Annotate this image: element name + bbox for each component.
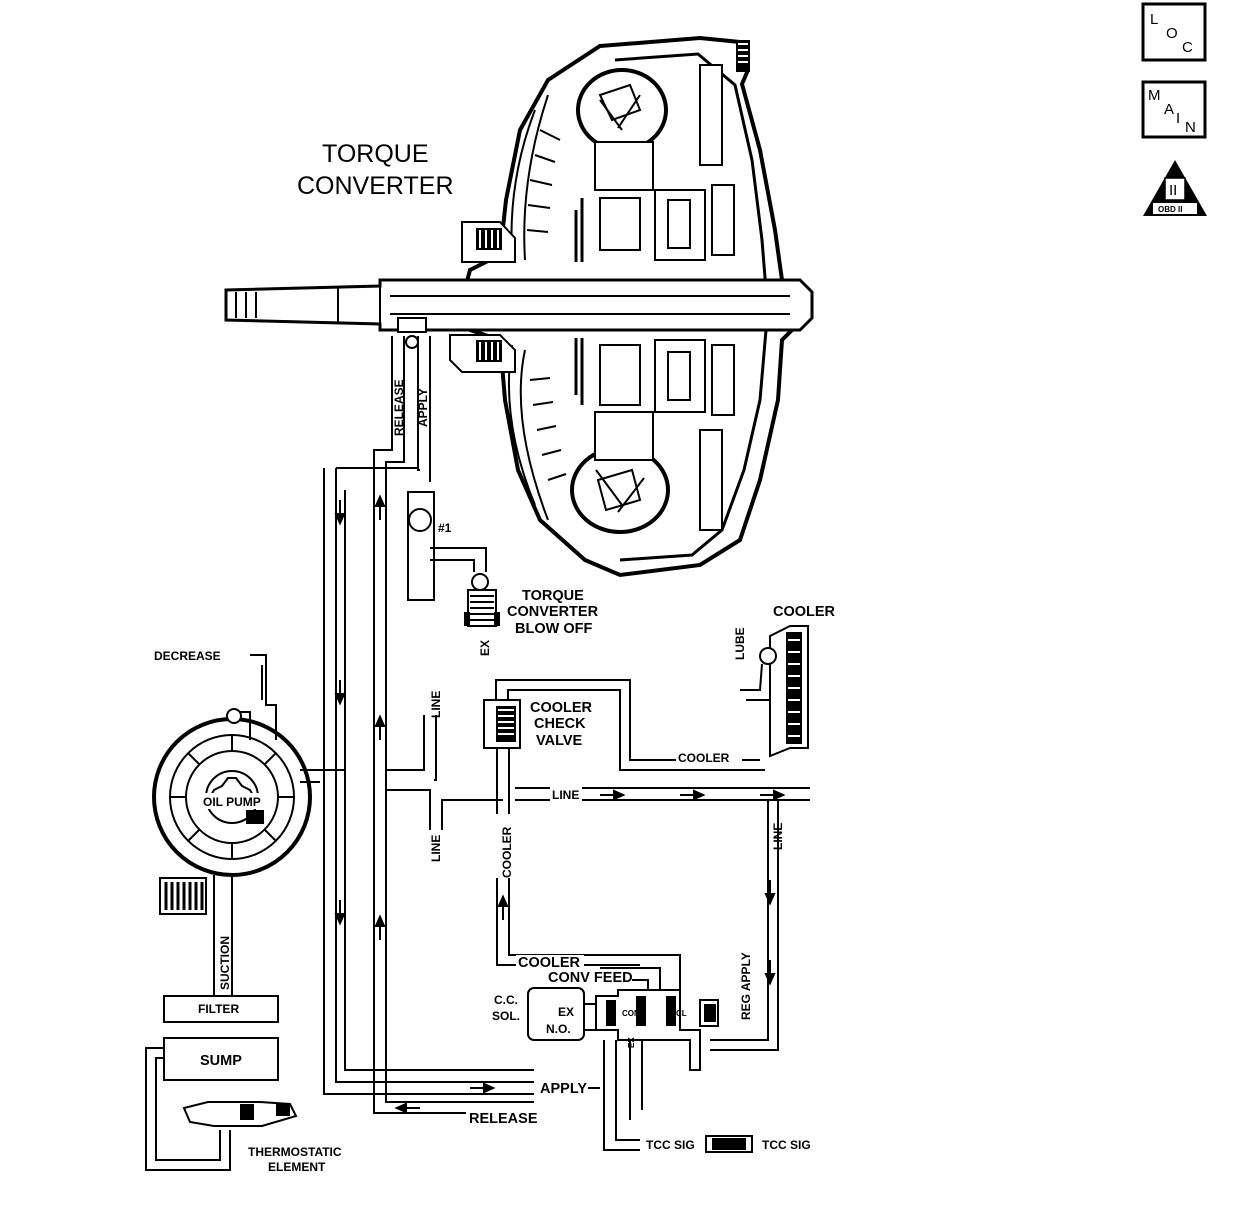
tcc-control-valve	[595, 989, 719, 1151]
cl-label: CL	[676, 1009, 687, 1018]
main-letter-m: M	[1148, 87, 1161, 104]
cooler-passage	[495, 679, 765, 990]
line-right-label: LINE	[771, 823, 785, 850]
line-horizontal-label: LINE	[552, 788, 579, 802]
cooler-vertical-label: COOLER	[500, 826, 514, 878]
release-bottom-label: RELEASE	[469, 1111, 538, 1127]
line-upper-label: LINE	[429, 691, 443, 718]
cooler-valve-label: COOLER	[518, 955, 581, 971]
oil-pump-label: OIL PUMP	[203, 795, 261, 809]
cc-sol-label-2: SOL.	[492, 1009, 520, 1023]
blow-off-label-1: TORQUE	[522, 588, 584, 604]
apply-passage	[323, 336, 534, 1095]
obd-numeral: II	[1169, 182, 1177, 199]
check-ball-label: #1	[438, 521, 452, 535]
main-letter-a: A	[1164, 101, 1174, 118]
apply-bottom-label: APPLY	[540, 1081, 587, 1097]
filter-label: FILTER	[198, 1002, 239, 1016]
valve-ex-label: EX	[627, 1037, 636, 1048]
tcc-signal-connector	[705, 1135, 753, 1153]
torque-converter-drawing	[224, 35, 814, 578]
loc-letter-l: L	[1150, 11, 1158, 28]
obd-ii-button[interactable]: II OBD II	[1143, 160, 1207, 216]
loc-letter-o: O	[1166, 25, 1178, 42]
release-passage	[373, 336, 534, 1114]
check-ball-1	[407, 491, 487, 601]
suction-label: SUCTION	[218, 936, 232, 990]
loc-button[interactable]: L O C	[1141, 2, 1207, 62]
cc-sol-label-1: C.C.	[494, 993, 518, 1007]
blow-off-label-2: CONVERTER	[507, 604, 599, 620]
cooler-check-label-1: COOLER	[530, 700, 593, 716]
oil-pump	[152, 654, 320, 877]
filter	[163, 995, 279, 1023]
cooler-label: COOLER	[773, 604, 836, 620]
sump	[145, 1037, 279, 1171]
lube-label: LUBE	[733, 627, 747, 660]
obd-label: OBD II	[1158, 205, 1182, 214]
apply-vertical-label: APPLY	[416, 388, 430, 427]
blow-off-ex-label: EX	[478, 640, 492, 656]
cooler-check-label-3: VALVE	[536, 733, 583, 749]
cooler-check-valve	[483, 699, 521, 749]
cc-solenoid	[527, 987, 597, 1041]
tcc-sig-label-2: TCC SIG	[762, 1138, 811, 1152]
pump-spring	[159, 875, 233, 996]
cooler-line-label: COOLER	[678, 751, 730, 765]
decrease-label: DECREASE	[154, 649, 221, 663]
reg-apply-label: REG APPLY	[739, 952, 753, 1020]
blow-off-label-3: BLOW OFF	[515, 621, 592, 637]
thermostatic-label-1: THERMOSTATIC	[248, 1145, 342, 1159]
torque-converter-blow-off-valve	[464, 573, 500, 627]
main-button[interactable]: M A I N	[1141, 80, 1207, 139]
conv-label: CONV	[622, 1009, 646, 1018]
line-lower-label: LINE	[429, 835, 443, 862]
loc-letter-c: C	[1182, 39, 1193, 56]
solenoid-no-label: N.O.	[546, 1022, 571, 1036]
tcc-sig-label-1: TCC SIG	[646, 1138, 695, 1152]
thermostatic-element	[182, 1101, 298, 1127]
sump-label: SUMP	[200, 1053, 242, 1069]
title-line-2: CONVERTER	[297, 172, 454, 200]
solenoid-ex-label: EX	[558, 1005, 574, 1019]
release-label: RELEASE	[392, 379, 406, 436]
main-letter-i: I	[1176, 110, 1180, 127]
conv-feed-label: CONV FEED	[548, 970, 633, 986]
main-letter-n: N	[1185, 119, 1196, 136]
cooler-check-label-2: CHECK	[534, 716, 586, 732]
title-line-1: TORQUE	[322, 140, 429, 168]
thermostatic-label-2: ELEMENT	[268, 1160, 326, 1174]
cooler-unit	[740, 625, 809, 758]
